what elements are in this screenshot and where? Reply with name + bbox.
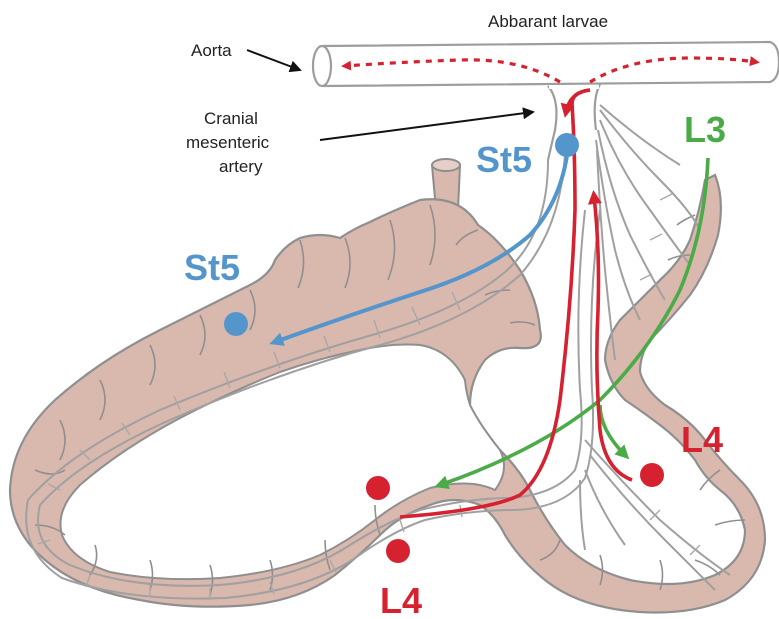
l4-dot-upper [366,476,390,500]
l4-dot-right [640,463,664,487]
cma-leader [320,112,533,140]
st5-dot-top [555,133,579,157]
l4-path-turn [566,90,590,112]
cma-label-line3: artery [219,157,263,176]
l4-label-bottom: L4 [380,580,422,619]
cma-label-line1: Cranial [204,109,258,128]
l3-label: L3 [684,109,726,150]
abbarant-label: Abbarant larvae [488,12,608,31]
st5-dot-left [224,312,248,336]
st5-label-left: St5 [184,247,240,288]
l4-dot-lower [386,539,410,563]
aorta-label: Aorta [191,41,232,60]
l4-label-right: L4 [681,419,723,460]
cma-label-line2: mesenteric [186,133,270,152]
st5-label-top: St5 [476,139,532,180]
intestine [10,159,765,613]
aorta-leader [247,50,300,70]
